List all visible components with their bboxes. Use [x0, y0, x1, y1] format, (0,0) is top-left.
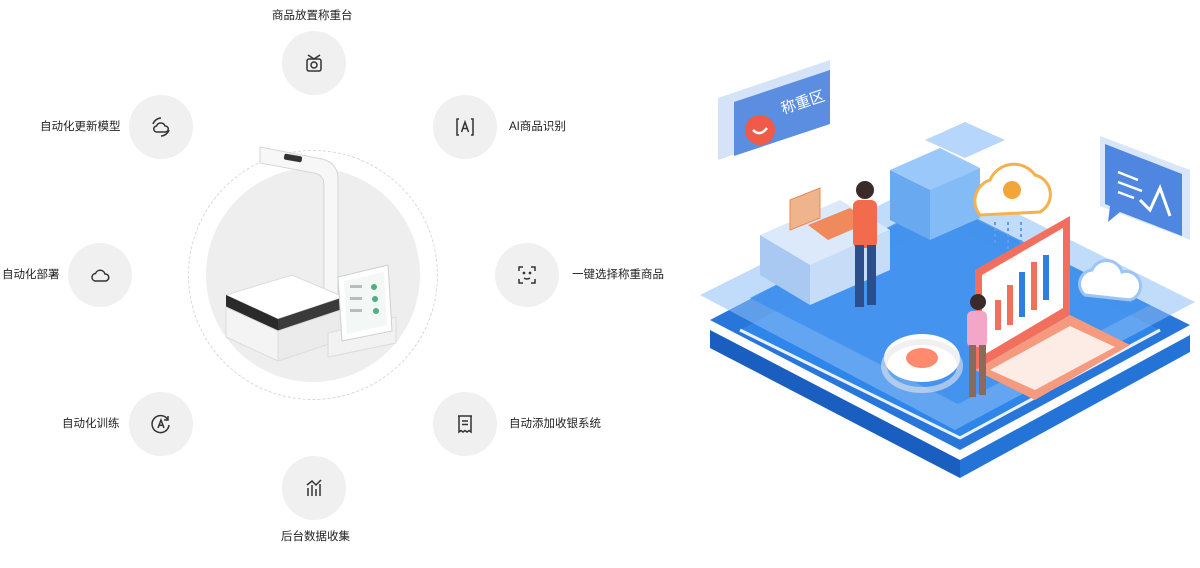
laptop-chart-icon — [975, 216, 1130, 400]
chart-bars-icon — [306, 479, 322, 496]
person-laptop — [967, 294, 987, 397]
feature-scale — [282, 31, 346, 95]
feature-add-cashier — [433, 392, 497, 456]
scale-icon — [306, 54, 322, 72]
cloud-icon-small — [1078, 259, 1143, 302]
feature-ai-recognition — [433, 95, 497, 159]
label-one-click-select: 一键选择称重商品 — [572, 269, 664, 281]
feature-one-click-select — [495, 243, 559, 307]
ai-text-icon — [456, 118, 474, 136]
gear-icon — [881, 334, 963, 393]
cloud-icon — [91, 269, 110, 282]
feature-auto-training — [129, 392, 193, 456]
label-scale: 商品放置称重台 — [272, 10, 353, 22]
cloud-upload-icon — [973, 162, 1052, 255]
label-ai-recognition: AI商品识别 — [509, 121, 566, 133]
feature-auto-deploy — [68, 243, 132, 307]
zone-sign: 称重区 — [718, 60, 830, 160]
label-auto-update: 自动化更新模型 — [40, 121, 121, 133]
receipt-icon — [458, 415, 472, 434]
weighing-scale-product — [224, 146, 397, 362]
isometric-illustration: 称重区 — [700, 60, 1195, 478]
label-data-collection: 后台数据收集 — [281, 531, 350, 543]
face-scan-icon — [518, 266, 536, 284]
feature-auto-update — [129, 95, 193, 159]
cloud-sync-icon — [152, 117, 170, 137]
chat-chart-icon — [1100, 136, 1190, 240]
label-add-cashier: 自动添加收银系统 — [509, 418, 601, 430]
orbit-ring — [188, 150, 438, 400]
label-auto-training: 自动化训练 — [62, 418, 120, 430]
person-standing — [853, 181, 877, 307]
label-auto-deploy: 自动化部署 — [2, 269, 60, 281]
feature-data-collection — [282, 456, 346, 520]
ai-refresh-icon — [151, 414, 170, 434]
